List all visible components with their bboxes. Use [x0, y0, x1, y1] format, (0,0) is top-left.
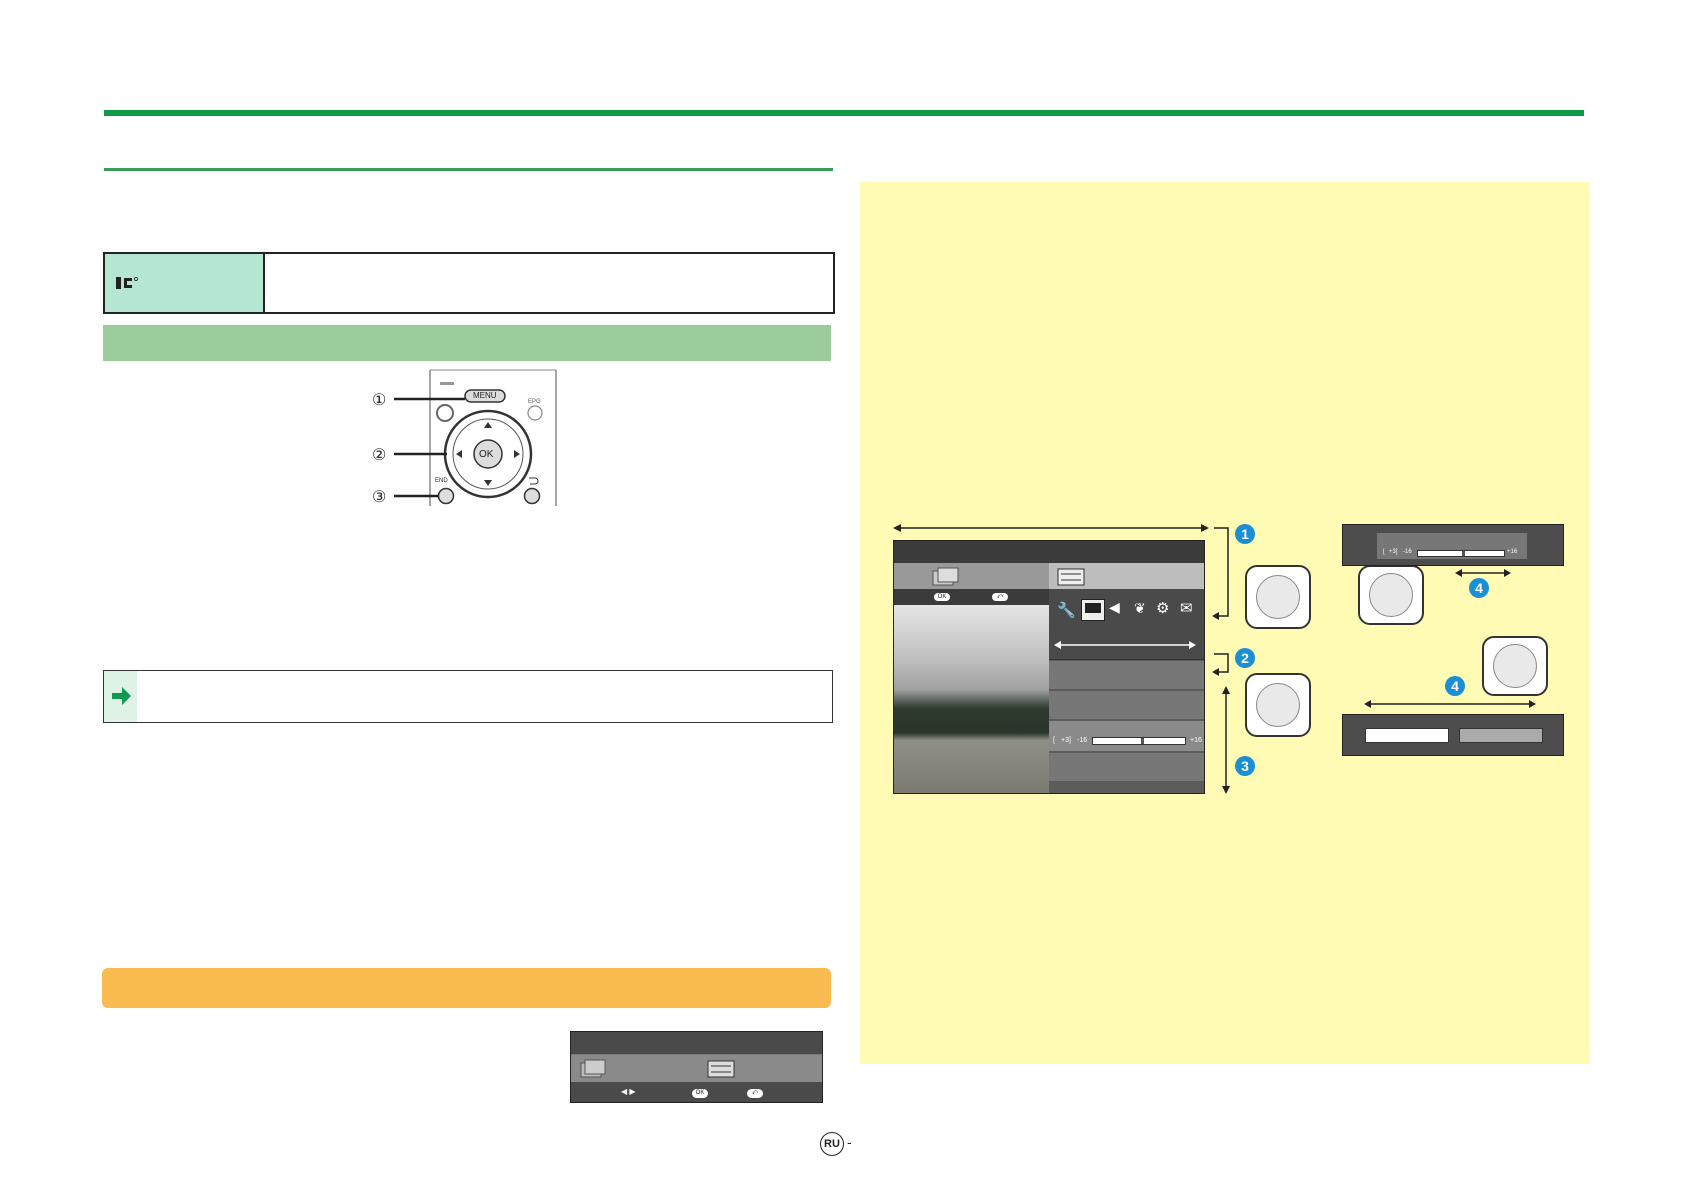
- preview-image: [894, 605, 1049, 793]
- callout-2: ②: [372, 447, 387, 464]
- section-heading-orange: [102, 968, 831, 1008]
- slider-track[interactable]: [1092, 737, 1186, 745]
- left-right-arrows-icon: ◀ ▶: [621, 1087, 636, 1096]
- callout-3: ③: [372, 489, 387, 506]
- ok-pad-icon: [1256, 683, 1300, 727]
- step-badge-1: 1: [1235, 524, 1255, 544]
- arrow-right-icon: [112, 687, 131, 705]
- ok-pad-icon: [1256, 575, 1300, 619]
- slider-min: -16: [1077, 737, 1088, 744]
- confirm-no-button[interactable]: [1459, 728, 1543, 743]
- ok-button-label: OK: [479, 449, 494, 460]
- menu-item-4[interactable]: [1049, 753, 1204, 781]
- popup-slider-max: +16: [1507, 549, 1518, 555]
- menu-item-1[interactable]: [1049, 661, 1204, 689]
- step-badge-3: 3: [1235, 756, 1255, 776]
- settings-tab-icon: [707, 1060, 735, 1078]
- tv-menu-screen: OK ⤺ 🔧 ◀ ❦ ⚙ ✉ [ +3] -16 +16: [893, 540, 1205, 794]
- speaker-icon[interactable]: ◀: [1109, 599, 1120, 615]
- epg-button-label: EPG: [528, 399, 541, 405]
- popup-slider-min: -16: [1403, 549, 1412, 555]
- slider-max: +16: [1190, 737, 1202, 744]
- settings-tab-icon: [1057, 568, 1085, 586]
- ok-pad-bubble-1: [1245, 565, 1311, 629]
- page-dash: -: [847, 1134, 852, 1150]
- popup-slider-thumb[interactable]: [1462, 551, 1465, 556]
- picture-icon[interactable]: [1081, 599, 1105, 621]
- header-rule: [104, 110, 1584, 116]
- reference-note-box: [103, 670, 833, 723]
- menu-item-2[interactable]: [1049, 691, 1204, 719]
- ok-pad-icon: [1369, 573, 1413, 617]
- slider-value: +3]: [1061, 737, 1071, 744]
- remote-drawing: [394, 369, 557, 506]
- remote-control-icon: [116, 276, 138, 289]
- end-button-label: END: [435, 478, 448, 484]
- rc-icon-cell: [105, 254, 265, 312]
- section-rule: [104, 168, 833, 171]
- region-badge: RU: [820, 1132, 844, 1156]
- menu-button-label: MENU: [473, 391, 497, 400]
- ok-pad-bubble-4: [1482, 636, 1548, 696]
- popup-slider-value: +3]: [1389, 549, 1398, 555]
- menu-tab-icon: [580, 1059, 606, 1078]
- section-heading-bar: [103, 325, 831, 361]
- menu-tab-icon: [932, 567, 959, 586]
- step-brackets: [1212, 527, 1230, 794]
- step-badge-4b: 4: [1445, 676, 1465, 696]
- callout-1: ①: [372, 392, 387, 409]
- confirm-screen: [1342, 714, 1564, 756]
- ok-key-hint: OK: [692, 1089, 708, 1098]
- slider-bracket: [: [1053, 737, 1055, 744]
- note-arrow-cell: [104, 671, 137, 722]
- return-icon: ⤺: [747, 1089, 763, 1098]
- confirm-yes-button[interactable]: [1365, 728, 1449, 743]
- ok-pad-icon: [1493, 644, 1537, 688]
- remote-control-table: [103, 252, 835, 314]
- slider-arrow: [1455, 569, 1511, 577]
- slider-popup-screen: [ +3] -16 +16: [1342, 524, 1564, 566]
- slider-thumb[interactable]: [1141, 738, 1144, 744]
- step-badge-4a: 4: [1469, 578, 1489, 598]
- ok-pad-bubble-2: [1245, 673, 1311, 737]
- width-arrow: [893, 524, 1209, 532]
- leaf-icon[interactable]: ❦: [1134, 600, 1146, 616]
- small-menu-screen: ◀ ▶ OK ⤺: [570, 1031, 823, 1103]
- ok-pad-bubble-3: [1358, 565, 1424, 625]
- envelope-icon[interactable]: ✉: [1180, 600, 1193, 617]
- return-icon: ⤺: [992, 593, 1008, 601]
- popup-slider-track[interactable]: [1417, 550, 1505, 557]
- icon-row-arrow: [1054, 637, 1196, 649]
- confirm-arrow: [1364, 700, 1536, 708]
- popup-slider-bracket: [: [1383, 549, 1385, 555]
- remote-diagram: MENU EPG OK END ① ② ③: [370, 368, 570, 508]
- wrench-icon[interactable]: 🔧: [1057, 602, 1076, 619]
- gear-icon[interactable]: ⚙: [1156, 600, 1170, 617]
- ok-key-hint: OK: [934, 593, 950, 601]
- step-badge-2: 2: [1235, 648, 1255, 668]
- slider-item[interactable]: [ +3] -16 +16: [1049, 721, 1204, 751]
- rc-value-cell: [265, 254, 833, 312]
